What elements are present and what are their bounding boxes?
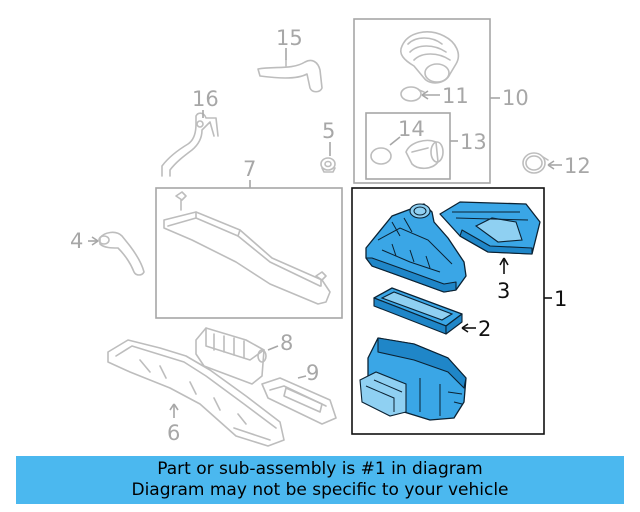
callout-1: 1 xyxy=(554,287,567,311)
callout-4: 4 xyxy=(70,229,83,253)
callout-13: 13 xyxy=(460,130,487,154)
frame-part-13 xyxy=(365,112,451,180)
banner-line-2: Diagram may not be specific to your vehi… xyxy=(131,480,509,500)
frame-part-10 xyxy=(353,18,491,184)
part-14-clamp[interactable] xyxy=(370,147,392,165)
part-12-clamp[interactable] xyxy=(522,152,549,174)
parts-diagram: 15 16 5 11 10 14 13 xyxy=(70,18,591,447)
banner-line-1: Part or sub-assembly is #1 in diagram xyxy=(157,459,483,479)
part-2-filter-element[interactable] xyxy=(373,287,463,335)
part-3-cover[interactable] xyxy=(439,201,541,255)
callout-11: 11 xyxy=(442,84,469,108)
info-banner: Part or sub-assembly is #1 in diagram Di… xyxy=(16,456,624,504)
callout-5: 5 xyxy=(322,119,335,143)
part-4-hose[interactable] xyxy=(98,231,145,276)
callout-8: 8 xyxy=(280,331,293,355)
part-1-lower-housing[interactable] xyxy=(359,337,467,421)
callout-7: 7 xyxy=(243,157,256,181)
callout-10: 10 xyxy=(502,86,529,110)
callout-2: 2 xyxy=(478,317,491,341)
part-6-duct[interactable] xyxy=(107,339,285,447)
part-5-grommet[interactable] xyxy=(320,157,336,173)
part-8-resonator[interactable] xyxy=(195,327,267,385)
frame-part-7 xyxy=(155,187,343,319)
part-9-duct[interactable] xyxy=(261,377,337,425)
callout-6: 6 xyxy=(167,421,180,445)
part-1-upper-housing[interactable] xyxy=(365,203,467,293)
frame-assembly-1 xyxy=(351,187,545,435)
part-15-hose[interactable] xyxy=(257,59,323,93)
part-16-tube[interactable] xyxy=(161,112,219,177)
part-7-cover[interactable] xyxy=(163,191,331,305)
callout-15: 15 xyxy=(276,26,303,50)
callout-16: 16 xyxy=(192,87,219,111)
callout-3: 3 xyxy=(497,279,510,303)
part-10-duct[interactable] xyxy=(399,31,460,84)
callout-14: 14 xyxy=(398,117,425,141)
part-11-clamp[interactable] xyxy=(400,86,425,102)
callout-12: 12 xyxy=(564,154,591,178)
part-13-resonator[interactable] xyxy=(405,139,444,170)
callout-9: 9 xyxy=(306,361,319,385)
